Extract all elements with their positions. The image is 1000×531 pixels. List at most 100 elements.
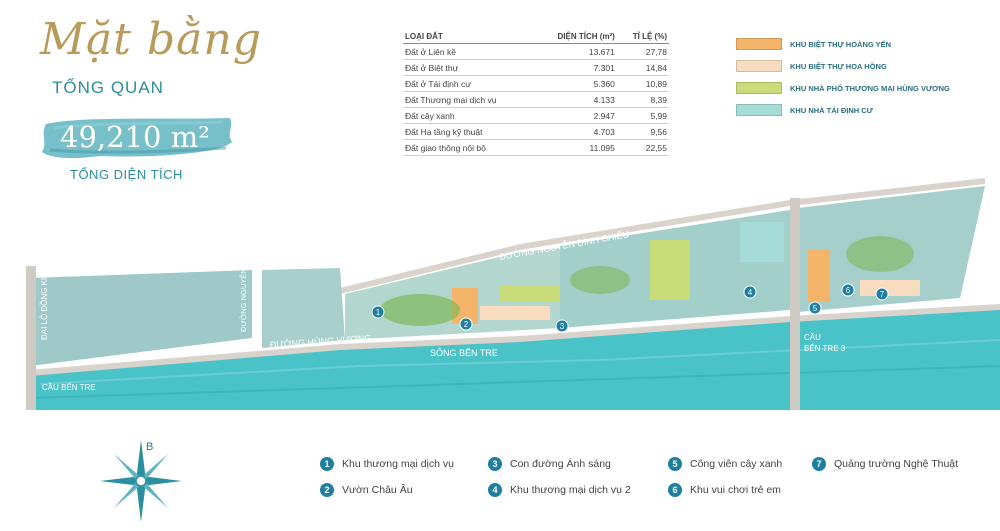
land-use-table: LOẠI ĐẤT DIỆN TÍCH (m²) TỈ LỆ (%) Đất ở … (403, 30, 669, 156)
poi-label: Khu vui chơi trẻ em (690, 484, 781, 496)
total-area-label: TỔNG DIỆN TÍCH (70, 167, 183, 182)
poi-label: Vườn Châu Âu (342, 484, 413, 496)
header-land-type: LOẠI ĐẤT (403, 30, 534, 44)
zone-legend: KHU BIỆT THỰ HOÀNG YẾN KHU BIỆT THỰ HOA … (736, 38, 950, 126)
zone-tai-dinh-cu (740, 222, 784, 262)
poi-number: 2 (320, 483, 334, 497)
map-marker[interactable]: 3 (555, 319, 569, 333)
cell-land-type: Đất ở Liên kề (403, 43, 534, 60)
table-header-row: LOẠI ĐẤT DIỆN TÍCH (m²) TỈ LỆ (%) (403, 30, 669, 44)
header-area: DIỆN TÍCH (m²) (533, 30, 617, 44)
poi-number: 4 (488, 483, 502, 497)
cell-ratio: 5,99 (616, 107, 669, 124)
cell-land-type: Đất giao thông nội bộ (403, 139, 534, 156)
label-bridge-right-1: CẦU (804, 332, 821, 342)
poi-label: Công viên cây xanh (690, 458, 783, 470)
label-bridge-left: CẦU BẾN TRE (42, 382, 96, 392)
legend-label: KHU BIỆT THỰ HOA HỒNG (790, 61, 887, 71)
label-dong-khoi: ĐẠI LỘ ĐỒNG KHỞI (39, 265, 49, 340)
legend-swatch (736, 82, 782, 94)
zone-hoa-hong (480, 306, 550, 320)
poi-label: Quảng trường Nghệ Thuật (834, 458, 959, 470)
label-river: SÔNG BẾN TRE (430, 348, 498, 358)
zone-hung-vuong (500, 286, 560, 302)
bridge-right (790, 198, 800, 410)
green-park-2 (570, 266, 630, 294)
bridge-left (26, 266, 36, 410)
svg-text:5: 5 (813, 304, 818, 313)
cell-area: 2.947 (533, 107, 617, 124)
legend-swatch (736, 38, 782, 50)
legend-label: KHU NHÀ TÁI ĐỊNH CƯ (790, 105, 873, 115)
svg-text:4: 4 (748, 288, 753, 297)
svg-text:7: 7 (880, 290, 885, 299)
cell-area: 5.360 (533, 75, 617, 92)
cell-land-type: Đất ở Biệt thự (403, 59, 534, 76)
label-bridge-right-2: BẾN TRE 3 (804, 343, 846, 353)
poi-label: Khu thương mại dịch vụ 2 (510, 484, 631, 496)
river (30, 308, 1000, 410)
poi-number: 5 (668, 457, 682, 471)
cell-area: 4.133 (533, 91, 617, 108)
map-marker[interactable]: 7 (875, 287, 889, 301)
title-script: Mặt bằng (40, 14, 262, 65)
compass-rose-icon: B (100, 440, 182, 522)
zone-hoa-hong-2 (860, 280, 920, 296)
cell-land-type: Đất ở Tái định cư (403, 75, 534, 92)
poi-number: 1 (320, 457, 334, 471)
cell-ratio: 22,55 (616, 139, 669, 156)
land-block-center-west (262, 268, 345, 348)
map-marker[interactable]: 2 (459, 317, 473, 331)
cell-land-type: Đất Hạ tầng kỹ thuật (403, 123, 534, 140)
legend-swatch (736, 104, 782, 116)
header-ratio: TỈ LỆ (%) (616, 30, 669, 44)
map-marker[interactable]: 1 (371, 305, 385, 319)
cell-land-type: Đất Thương mại dịch vụ (403, 91, 534, 108)
poi-item[interactable]: 5 Công viên cây xanh (668, 455, 782, 473)
compass-north-label: B (146, 441, 153, 453)
cell-ratio: 14,84 (616, 59, 669, 76)
cell-area: 4.703 (533, 123, 617, 140)
svg-text:1: 1 (376, 308, 381, 317)
map-marker[interactable]: 5 (808, 301, 822, 315)
nguyen-dinh-chieu-road (340, 178, 985, 294)
map-marker[interactable]: 4 (743, 285, 757, 299)
green-park (380, 294, 460, 326)
cell-area: 11.095 (533, 139, 617, 156)
legend-item: KHU NHÀ PHỐ THƯƠNG MẠI HÙNG VƯƠNG (736, 82, 950, 94)
legend-label: KHU BIỆT THỰ HOÀNG YẾN (790, 39, 892, 49)
legend-item: KHU BIỆT THỰ HOÀNG YẾN (736, 38, 950, 50)
poi-number: 6 (668, 483, 682, 497)
cell-ratio: 10,89 (616, 75, 669, 92)
hung-vuong-road (30, 304, 1000, 376)
legend-swatch (736, 60, 782, 72)
poi-item[interactable]: 4 Khu thương mại dịch vụ 2 (488, 481, 631, 499)
svg-text:2: 2 (464, 320, 469, 329)
poi-number: 3 (488, 457, 502, 471)
legend-item: KHU NHÀ TÁI ĐỊNH CƯ (736, 104, 950, 116)
map-marker[interactable]: 6 (841, 283, 855, 297)
poi-item[interactable]: 2 Vườn Châu Âu (320, 481, 413, 499)
cell-ratio: 27,78 (616, 43, 669, 60)
poi-number: 7 (812, 457, 826, 471)
zone-hung-vuong-2 (650, 240, 690, 300)
zone-hoang-yen-2 (808, 250, 830, 302)
green-park-3 (846, 236, 914, 272)
label-nguyen-hue: ĐƯỜNG NGUYỄN HUỆ (239, 250, 248, 332)
area-brush-banner (42, 118, 232, 159)
poi-item[interactable]: 6 Khu vui chơi trẻ em (668, 481, 781, 499)
svg-text:6: 6 (846, 286, 851, 295)
poi-item[interactable]: 7 Quảng trường Nghệ Thuật (812, 455, 958, 473)
cell-ratio: 8,39 (616, 91, 669, 108)
title-subtitle: TỔNG QUAN (52, 78, 164, 97)
